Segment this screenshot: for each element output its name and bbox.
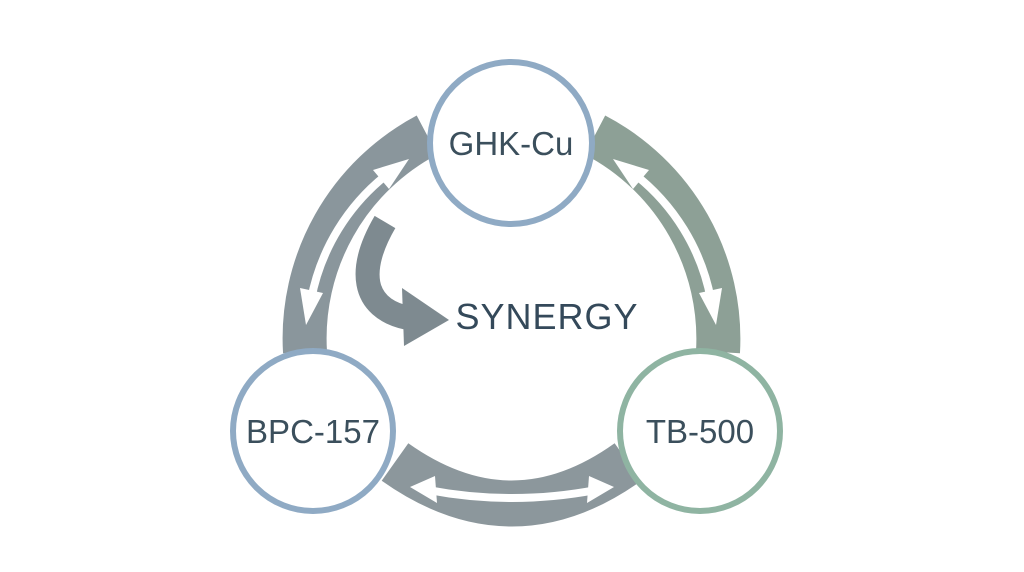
bidirectional-arrow-bottom bbox=[410, 476, 614, 503]
node-label-ghk-cu: GHK-Cu bbox=[449, 125, 574, 162]
center-label-synergy: SYNERGY bbox=[455, 296, 638, 337]
inner-arrow-head bbox=[402, 288, 449, 346]
inner-arrow-shaft bbox=[355, 215, 412, 330]
bidirectional-arrow-top-left bbox=[300, 159, 409, 325]
node-tb-500: TB-500 bbox=[617, 348, 783, 514]
node-label-tb-500: TB-500 bbox=[646, 413, 754, 450]
bidirectional-arrow-top-right bbox=[613, 159, 722, 325]
node-bpc-157: BPC-157 bbox=[230, 348, 396, 514]
node-label-bpc-157: BPC-157 bbox=[246, 413, 380, 450]
node-ghk-cu: GHK-Cu bbox=[427, 59, 595, 227]
